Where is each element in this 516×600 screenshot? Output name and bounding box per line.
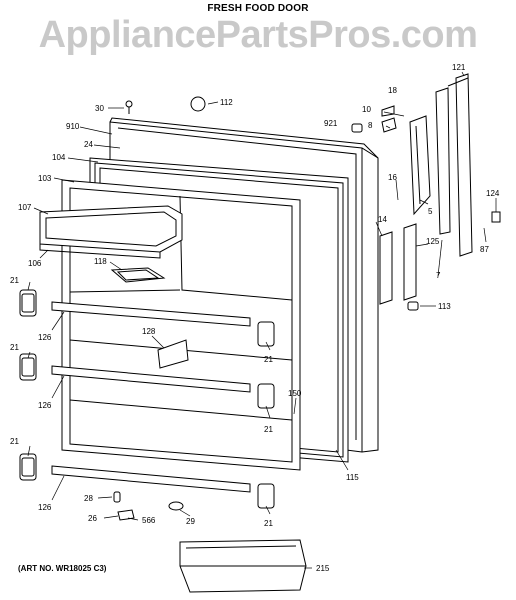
hinge-assembly	[409, 73, 473, 257]
callout-128: 128	[142, 327, 156, 336]
watermark: AppliancePartsPros.com	[38, 14, 478, 56]
callout-21: 21	[264, 519, 273, 528]
part-26	[117, 509, 135, 521]
callout-29: 29	[186, 517, 195, 526]
dairy-compartment-door	[39, 205, 183, 259]
strip-125	[403, 223, 417, 301]
part-28	[113, 491, 121, 503]
shelf-end-caps	[19, 289, 275, 509]
callout-126: 126	[38, 503, 52, 512]
part-124	[491, 211, 501, 223]
callout-24: 24	[84, 140, 93, 149]
callout-8: 8	[368, 121, 373, 130]
callout-121: 121	[452, 63, 466, 72]
callout-106: 106	[28, 259, 42, 268]
door-bin	[179, 539, 307, 593]
part-113	[407, 301, 419, 311]
plug-112	[190, 96, 206, 112]
part-29	[168, 501, 184, 511]
callout-7: 7	[436, 271, 441, 280]
callout-14: 14	[378, 215, 387, 224]
part-10	[381, 105, 395, 117]
part-8	[381, 117, 397, 133]
callout-124: 124	[486, 189, 500, 198]
callout-18: 18	[388, 86, 397, 95]
callout-118: 118	[94, 257, 107, 266]
callout-126: 126	[38, 401, 52, 410]
callout-104: 104	[52, 153, 66, 162]
callout-21: 21	[10, 437, 19, 446]
callout-103: 103	[38, 174, 52, 183]
callout-labels: 30 112 910 24 104 103 107 106 118 921 10…	[10, 63, 500, 573]
shelf-rails	[51, 301, 251, 493]
callout-112: 112	[220, 98, 233, 107]
callout-113: 113	[438, 302, 451, 311]
callout-16: 16	[388, 173, 397, 182]
shelf-bracket	[157, 339, 189, 369]
cap-921	[351, 123, 363, 133]
callout-910: 910	[66, 122, 80, 131]
callout-115: 115	[346, 473, 359, 482]
callout-28: 28	[84, 494, 93, 503]
callout-21: 21	[264, 425, 273, 434]
callout-87: 87	[480, 245, 489, 254]
callout-921: 921	[324, 119, 338, 128]
callout-215: 215	[316, 564, 330, 573]
callout-126: 126	[38, 333, 52, 342]
callout-21: 21	[10, 276, 19, 285]
callout-21: 21	[10, 343, 19, 352]
callout-150: 150	[288, 389, 302, 398]
callout-125: 125	[426, 237, 440, 246]
callout-5: 5	[428, 207, 433, 216]
callout-10: 10	[362, 105, 371, 114]
art-number: (ART NO. WR18025 C3)	[18, 564, 107, 573]
callout-26: 26	[88, 514, 97, 523]
diagram-title: FRESH FOOD DOOR	[207, 3, 309, 14]
callout-107: 107	[18, 203, 32, 212]
callout-21: 21	[264, 355, 273, 364]
callout-566: 566	[142, 516, 156, 525]
callout-30: 30	[95, 104, 104, 113]
strip-14	[379, 231, 393, 305]
